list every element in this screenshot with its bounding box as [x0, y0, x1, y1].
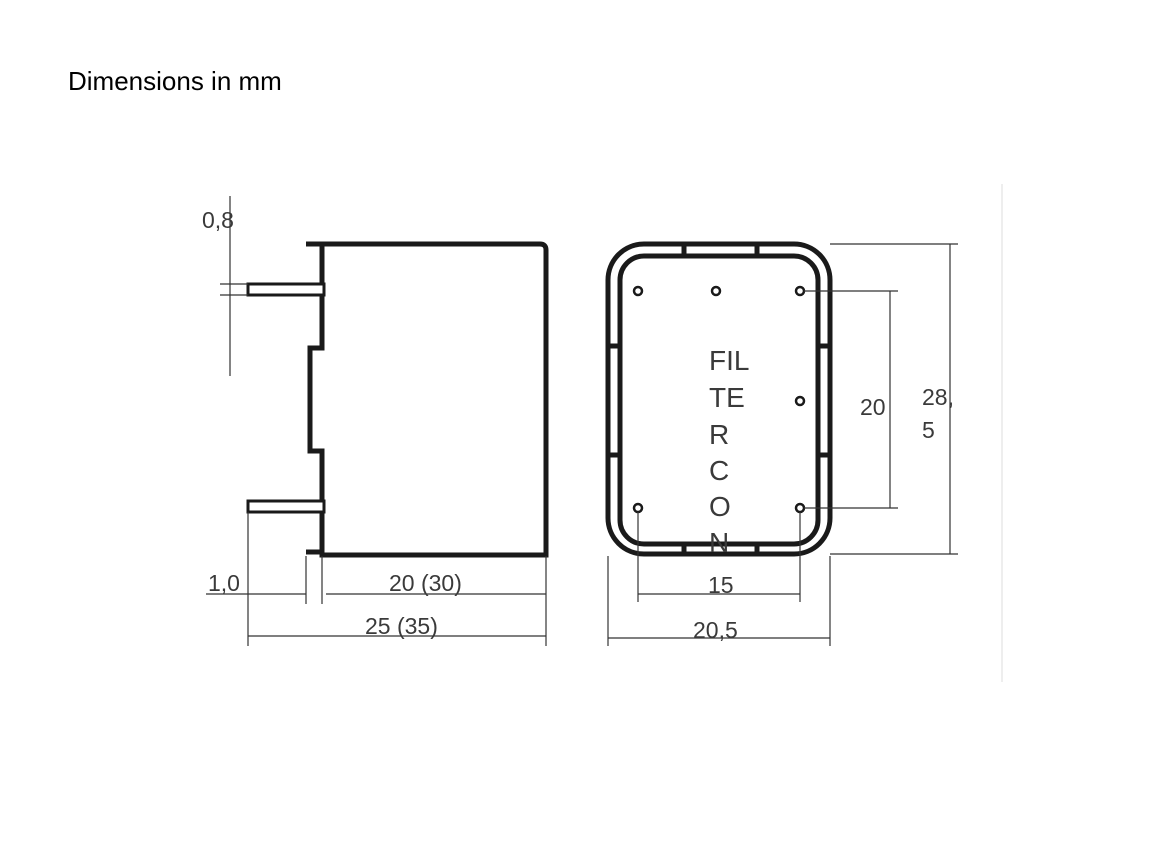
brand-text-line: TE: [709, 382, 745, 413]
pin-thickness-label: 0,8: [202, 207, 234, 233]
brand-text-line: N: [709, 527, 729, 558]
pin-hole: [794, 502, 806, 514]
top-view-inner-outline: [617, 253, 821, 547]
side-view-lower-pin: [246, 499, 326, 514]
pin-hole: [794, 395, 806, 407]
side-view: 0,8 1,0 20 (30) 25 (35): [202, 196, 549, 646]
side-view-upper-pin: [246, 282, 326, 297]
pin-pitch-vertical-label: 20: [860, 394, 886, 420]
top-view-outer-outline: [605, 241, 833, 557]
height-label: 28,: [922, 384, 954, 410]
page-title: Dimensions in mm: [68, 66, 282, 96]
body-length-label: 20 (30): [389, 570, 462, 596]
pin-hole: [794, 285, 806, 297]
brand-text-line: C: [709, 455, 729, 486]
top-view: FIL TE R C O N 20 28, 5 15 20,5: [605, 241, 958, 646]
pin-pitch-horizontal-label: 15: [708, 572, 734, 598]
height-label-continued: 5: [922, 417, 935, 443]
width-label: 20,5: [693, 617, 738, 643]
total-length-label: 25 (35): [365, 613, 438, 639]
brand-text-line: FIL: [709, 345, 749, 376]
pin-offset-label: 1,0: [208, 570, 240, 596]
pin-hole: [632, 285, 644, 297]
side-view-body: [307, 241, 549, 558]
pin-hole: [710, 285, 722, 297]
pin-hole: [632, 502, 644, 514]
brand-text-line: R: [709, 419, 729, 450]
brand-text-line: O: [709, 491, 731, 522]
